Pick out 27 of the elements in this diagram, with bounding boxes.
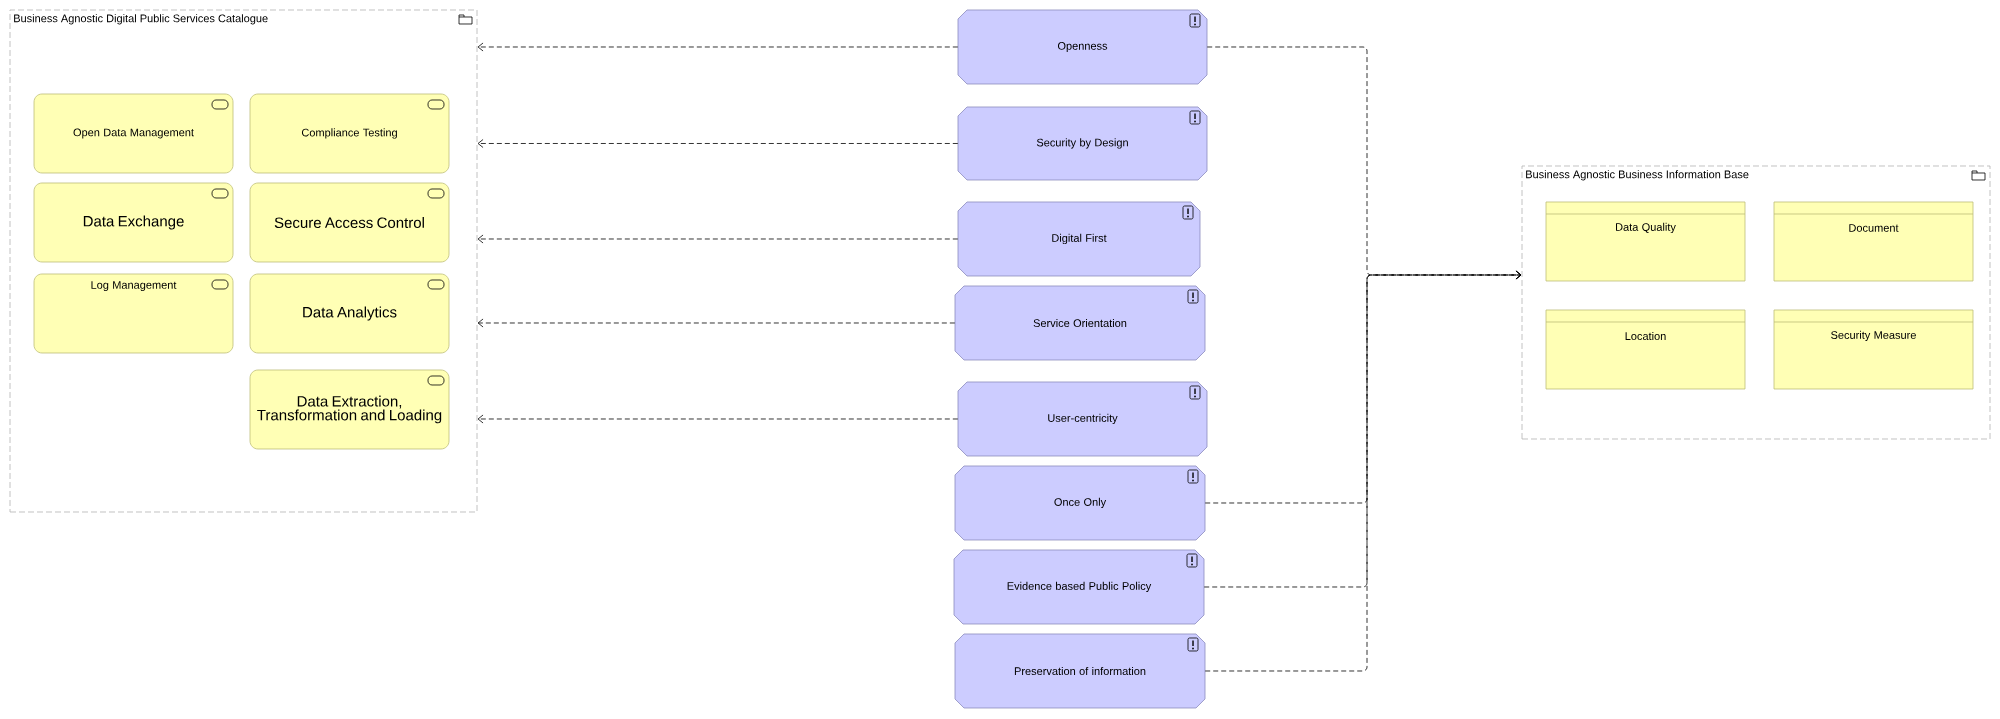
service-box: Data Analytics (249, 273, 450, 354)
principle-box: Security by Design (957, 106, 1208, 181)
principle-box: Digital First (957, 201, 1201, 277)
dependency-arrow (477, 139, 959, 148)
principle-box: Openness (957, 9, 1208, 85)
principle-box: Once Only (954, 465, 1206, 541)
dependency-arrow (477, 42, 959, 52)
service-box: Log Management (33, 273, 234, 354)
dependency-arrow (477, 414, 959, 424)
service-box: Compliance Testing (249, 93, 450, 174)
object-box: Data Quality (1545, 201, 1746, 282)
object-box: Document (1773, 201, 1974, 282)
dependency-arrow (477, 318, 956, 328)
object-box: Security Measure (1773, 309, 1974, 390)
service-box: Data Extraction, Transformation and Loading (249, 369, 450, 450)
principle-box: User-centricity (957, 381, 1208, 457)
object-box: Location (1545, 309, 1746, 390)
group-title: Business Agnostic Business Information Base (1526, 170, 1749, 181)
dependency-arrow (1204, 270, 1522, 672)
service-box: Open Data Management (33, 93, 234, 174)
service-box: Secure Access Control (249, 182, 450, 263)
dependency-arrow (477, 234, 959, 244)
group-title: Business Agnostic Digital Public Services Catalogue (14, 14, 268, 25)
principle-box: Preservation of information (954, 633, 1206, 709)
principle-box: Evidence based Public Policy (953, 549, 1205, 625)
principle-box: Service Orientation (954, 285, 1206, 361)
service-box: Data Exchange (33, 182, 234, 263)
